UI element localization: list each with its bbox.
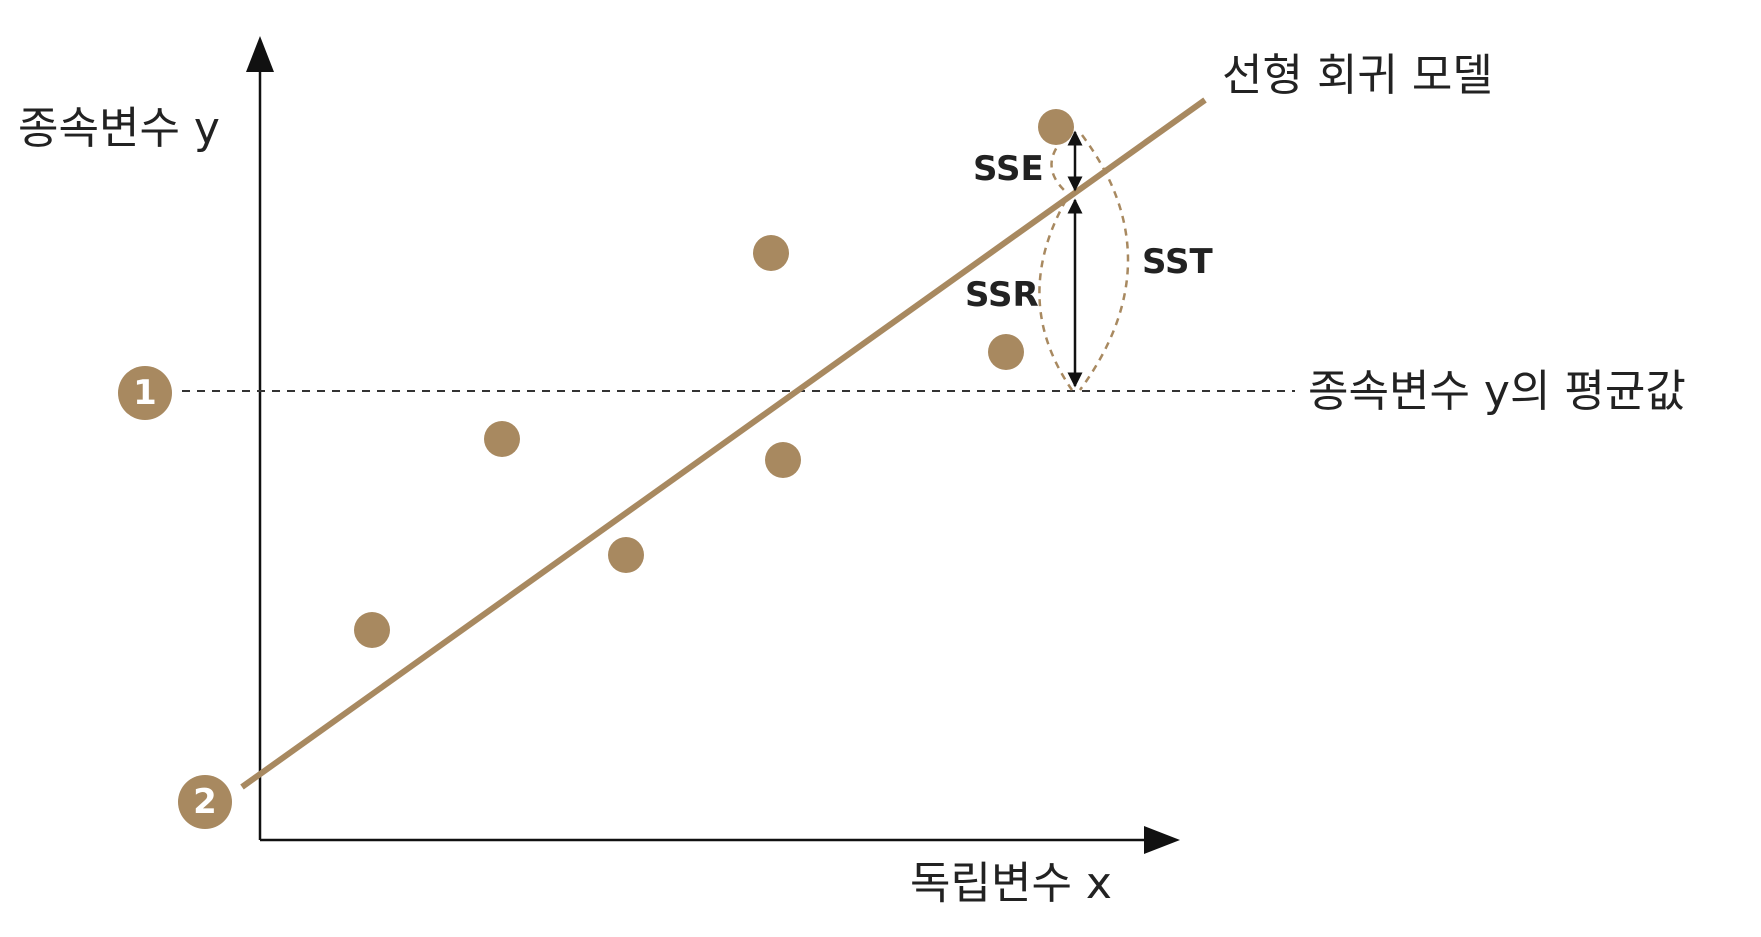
- sse-bracket: [1050, 137, 1067, 193]
- highlight-data-point: [1038, 109, 1074, 145]
- x-axis-arrowhead: [1144, 826, 1180, 854]
- x-axis-label: 독립변수 x: [910, 858, 1112, 909]
- data-point: [484, 421, 520, 457]
- regression-line: [240, 97, 1207, 790]
- marker-1: 1: [118, 366, 172, 420]
- data-point: [765, 442, 801, 478]
- axes: [246, 36, 1180, 854]
- data-point: [354, 612, 390, 648]
- ssr-label: SSR: [965, 275, 1039, 315]
- mean-label: 종속변수 y의 평균값: [1308, 366, 1686, 417]
- marker-2-number: 2: [193, 782, 217, 822]
- data-point: [753, 235, 789, 271]
- marker-1-badge: [118, 366, 172, 420]
- marker-1-number: 1: [133, 373, 157, 413]
- sse-label: SSE: [973, 149, 1044, 189]
- y-axis-label: 종속변수 y: [18, 103, 220, 154]
- model-label: 선형 회귀 모델: [1222, 50, 1493, 101]
- sst-label: SST: [1142, 242, 1213, 282]
- ssr-bracket: [1038, 199, 1074, 391]
- marker-2: 2: [178, 775, 232, 829]
- data-point: [608, 537, 644, 573]
- y-axis-arrowhead: [246, 36, 274, 72]
- data-point: [988, 334, 1024, 370]
- data-points: [354, 109, 1074, 648]
- marker-2-badge: [178, 775, 232, 829]
- sst-bracket: [1078, 134, 1130, 391]
